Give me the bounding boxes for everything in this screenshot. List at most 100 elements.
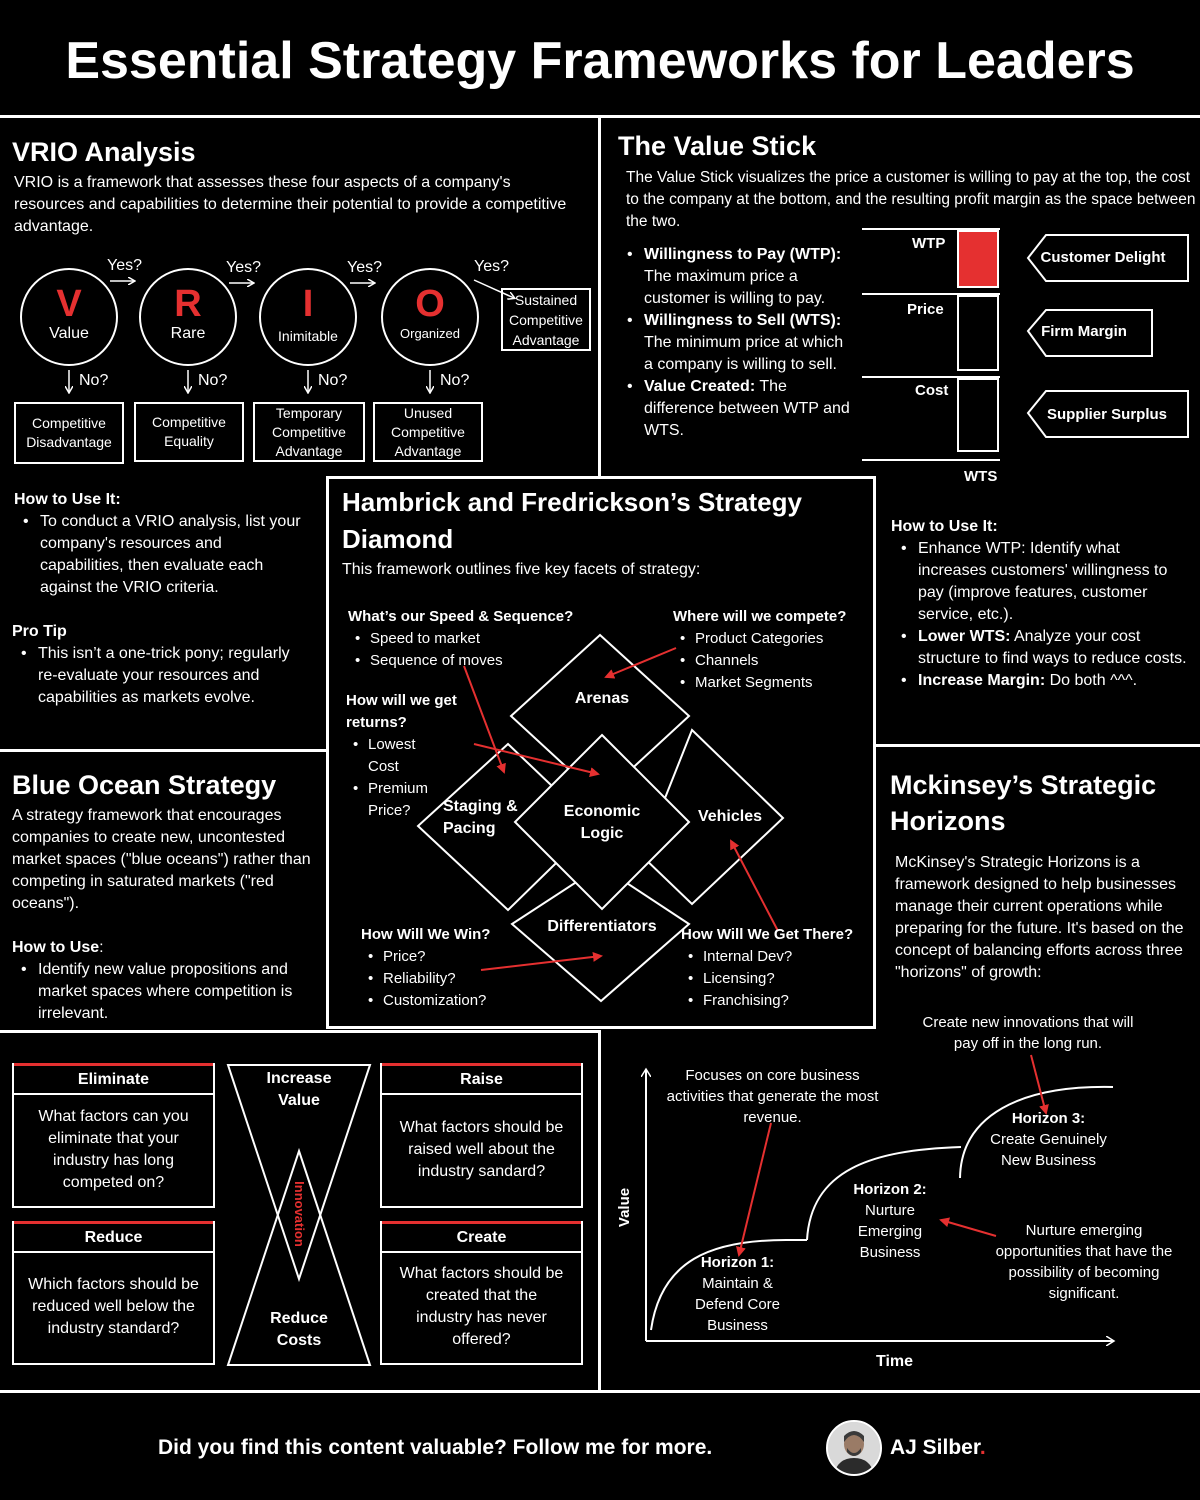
- vrio-letter: R: [174, 283, 202, 325]
- vrio-yes-label: Yes?: [347, 259, 382, 276]
- footer-text: Did you find this content valuable? Foll…: [158, 1436, 713, 1459]
- divider-left-mid: [0, 749, 326, 752]
- horizon-desc: Create Genuinely New Business: [990, 1131, 1107, 1169]
- how-title-colon: :: [99, 939, 104, 956]
- list-item: Speed to market: [348, 628, 618, 650]
- wtp-segment: [957, 230, 999, 288]
- callout-shape: [1026, 390, 1189, 438]
- avatar[interactable]: [826, 1420, 882, 1476]
- horizon-2-curve: [806, 1146, 962, 1241]
- top-triangle: [226, 1064, 372, 1283]
- segment-label: Customer Delight: [1040, 249, 1166, 266]
- vrio-step-name: Organized: [400, 326, 460, 341]
- value-stick-diagram: [862, 228, 1189, 461]
- red-arrow: [939, 1217, 997, 1237]
- blue-ocean-how-title: How to Use:: [12, 937, 104, 959]
- author-name[interactable]: AJ Silber.: [890, 1434, 986, 1462]
- facet-label: Vehicles: [697, 808, 763, 825]
- level-label: WTP: [912, 235, 946, 252]
- diamond-question: Where will we compete? Product Categorie…: [673, 606, 873, 694]
- bullet-term: Value Created:: [644, 378, 756, 395]
- vrio-no-label: No?: [318, 372, 348, 389]
- diamond-question: How will we get returns? Lowest Cost Pre…: [346, 690, 476, 822]
- vrio-tip-title: Pro Tip: [12, 623, 67, 640]
- err-raise: Raise What factors should be raised well…: [380, 1063, 583, 1208]
- err-text: What factors should be created that the …: [399, 1265, 564, 1348]
- bullet-text: Analyze your cost structure to find ways…: [918, 628, 1187, 667]
- bullet-text: Do both ^^^.: [1049, 672, 1138, 689]
- divider-bottom: [0, 1390, 1200, 1393]
- bullet-term: Willingness to Sell (WTS):: [644, 312, 842, 329]
- red-arrow: [473, 743, 600, 777]
- callout-shape: [1026, 309, 1153, 357]
- list-item: Identify new value propositions and mark…: [12, 959, 314, 1025]
- horizon-1-curve: [650, 1239, 807, 1331]
- facet-economic-logic: [513, 733, 691, 911]
- horizon-name: Horizon 2:: [853, 1181, 927, 1198]
- vrio-circle-inimitable: I Inimitable: [259, 268, 357, 366]
- callout-shape: [1026, 234, 1189, 282]
- person-icon: [828, 1422, 880, 1474]
- red-arrow: [730, 839, 779, 932]
- value-stick-how-title: How to Use It:: [891, 518, 998, 535]
- list-item: Increase Margin: Do both ^^^.: [892, 670, 1192, 692]
- vrio-success-box: Sustained Competitive Advantage: [501, 288, 591, 351]
- list-item: Value Created: The difference between WT…: [618, 376, 850, 442]
- hourglass-diagram: [226, 1064, 372, 1366]
- err-reduce: Reduce Which factors should be reduced w…: [12, 1221, 215, 1365]
- horizon-3-curve: [959, 1085, 1114, 1179]
- hourglass-bottom-label: Reduce Costs: [270, 1310, 328, 1349]
- y-axis-label: Value: [616, 1187, 634, 1228]
- list-item: Reliability?: [361, 968, 541, 990]
- vrio-description: VRIO is a framework that assesses these …: [14, 174, 567, 235]
- red-arrow: [736, 1122, 772, 1257]
- vrio-fail-box: Temporary Competitive Advantage: [253, 402, 365, 462]
- list-item: Internal Dev?: [681, 946, 873, 968]
- vrio-yes-label: Yes?: [474, 258, 509, 275]
- cost-segment: [957, 378, 999, 452]
- list-item: To conduct a VRIO analysis, list your co…: [14, 511, 304, 599]
- list-item: Customization?: [361, 990, 541, 1012]
- level-label: Price: [907, 301, 944, 318]
- page-title: Essential Strategy Frameworks for Leader…: [65, 32, 1135, 90]
- author-text: AJ Silber: [890, 1436, 980, 1459]
- vrio-yes-label: Yes?: [226, 259, 261, 276]
- value-stick-description: The Value Stick visualizes the price a c…: [626, 169, 1196, 230]
- list-item: Product Categories: [673, 628, 873, 650]
- list-item: Licensing?: [681, 968, 873, 990]
- list-item: Franchising?: [681, 990, 873, 1012]
- divider-left-low: [0, 1030, 598, 1033]
- horizon-label: Horizon 2: Nurture Emerging Business: [840, 1179, 940, 1263]
- blue-ocean-how-list: Identify new value propositions and mark…: [12, 959, 314, 1025]
- hourglass-top-label: Increase Value: [266, 1070, 332, 1109]
- margin-segment: [957, 295, 999, 371]
- segment-label: Supplier Surplus: [1046, 406, 1167, 423]
- horizon-name: Horizon 1:: [700, 1254, 775, 1271]
- innovation-label: Innovation: [292, 1181, 307, 1247]
- level-label: Cost: [915, 382, 949, 399]
- value-stick-bullets: Willingness to Pay (WTP): The maximum pr…: [618, 244, 850, 442]
- horizon-note: Nurture emerging opportunities that have…: [995, 1222, 1173, 1302]
- err-create: Create What factors should be created th…: [380, 1221, 583, 1365]
- horizons-title: Mckinsey’s Strategic Horizons: [890, 770, 1157, 836]
- vrio-no-label: No?: [79, 372, 109, 389]
- question-title: How Will We Win?: [361, 926, 491, 943]
- vrio-circle-value: V Value: [20, 268, 118, 366]
- list-item: Willingness to Sell (WTS): The minimum p…: [618, 310, 850, 376]
- bottom-triangle: [226, 1147, 372, 1366]
- bullet-text: The minimum price at which a company is …: [644, 334, 844, 373]
- vrio-tip-list: This isn’t a one-trick pony; regularly r…: [12, 643, 312, 709]
- diamond-description: This framework outlines five key facets …: [342, 561, 701, 578]
- vrio-step-name: Inimitable: [278, 328, 338, 344]
- blue-ocean-description: A strategy framework that encourages com…: [12, 807, 311, 912]
- bullet-term: Willingness to Pay (WTP):: [644, 246, 842, 263]
- vrio-letter: O: [415, 283, 445, 325]
- how-title-text: How to Use: [12, 939, 100, 956]
- vrio-no-label: No?: [440, 372, 470, 389]
- segment-label: Firm Margin: [1041, 323, 1127, 340]
- horizons-chart: [601, 1054, 1200, 1390]
- vrio-circle-organized: O Organized: [381, 268, 479, 366]
- facet-text: Staging & Pacing: [443, 798, 518, 837]
- level-label: WTS: [964, 468, 998, 485]
- bullet-text: Enhance WTP: Identify what increases cus…: [918, 540, 1168, 623]
